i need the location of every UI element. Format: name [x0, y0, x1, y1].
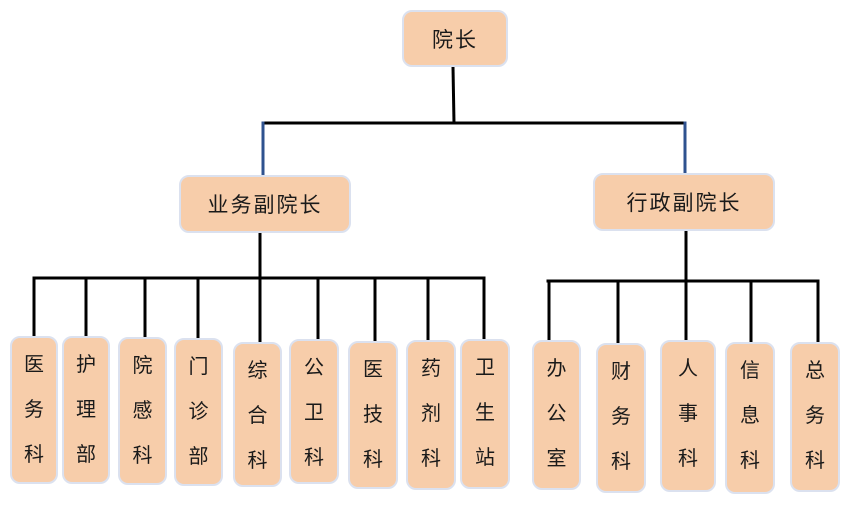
node-department: 信息科: [725, 342, 775, 494]
node-label-char: 科: [132, 443, 153, 467]
connector-root-stem: [451, 65, 456, 125]
node-label-char: 医: [24, 352, 44, 376]
node-label: 行政副院长: [626, 191, 742, 215]
node-department: 医务科: [10, 336, 58, 484]
node-label-char: 总: [805, 358, 825, 382]
node-label: 院长: [432, 27, 478, 52]
node-label-char: 科: [740, 448, 760, 472]
node-label-char: 卫: [475, 355, 495, 379]
node-label-char: 感: [132, 398, 153, 422]
node-label-char: 财: [611, 359, 631, 383]
node-label-char: 护: [76, 352, 96, 376]
node-label: 业务副院长: [207, 193, 323, 217]
node-label-char: 科: [304, 445, 324, 469]
node-president: 院长: [402, 10, 508, 67]
node-label-char: 公: [304, 355, 324, 379]
node-label-char: 技: [363, 402, 383, 426]
node-department: 护理部: [62, 336, 110, 484]
node-department: 公卫科: [289, 339, 339, 484]
node-label-char: 卫: [304, 400, 324, 424]
node-label-char: 科: [24, 442, 44, 466]
node-label-char: 合: [247, 403, 268, 427]
node-label-char: 剂: [421, 401, 441, 425]
node-label-char: 人: [678, 356, 698, 380]
node-label-char: 务: [611, 404, 631, 428]
node-label-char: 部: [76, 442, 96, 466]
node-label-char: 事: [678, 401, 698, 425]
node-label-char: 息: [740, 403, 760, 427]
node-label-char: 门: [188, 354, 209, 378]
node-business-vp: 业务副院长: [179, 175, 351, 233]
node-label-char: 室: [546, 446, 567, 470]
node-department: 人事科: [660, 340, 716, 492]
node-department: 综合科: [233, 342, 282, 487]
node-department: 医技科: [348, 341, 398, 489]
node-department: 院感科: [118, 337, 167, 485]
node-label-char: 科: [247, 448, 268, 472]
node-department: 总务科: [790, 342, 840, 492]
node-admin-vp: 行政副院长: [593, 173, 775, 231]
node-department: 办公室: [532, 340, 581, 490]
node-department: 门诊部: [174, 338, 223, 486]
node-label-char: 药: [421, 356, 441, 380]
node-label-char: 生: [475, 400, 495, 424]
node-label-char: 科: [805, 448, 825, 472]
node-label-char: 医: [363, 357, 383, 381]
node-label-char: 科: [363, 447, 383, 471]
node-label-char: 理: [76, 397, 96, 421]
node-label-char: 部: [188, 444, 209, 468]
node-label-char: 科: [678, 446, 698, 470]
node-label-char: 科: [421, 446, 441, 470]
node-label-char: 科: [611, 449, 631, 473]
node-department: 药剂科: [406, 340, 456, 490]
node-label-char: 诊: [188, 399, 209, 423]
node-label-char: 办: [546, 356, 567, 380]
node-label-char: 综: [247, 358, 268, 382]
node-label-char: 务: [24, 397, 44, 421]
node-label-char: 院: [132, 353, 153, 377]
node-department: 卫生站: [460, 339, 510, 489]
node-department: 财务科: [596, 343, 646, 493]
node-label-char: 公: [546, 401, 567, 425]
node-label-char: 务: [805, 403, 825, 427]
node-label-char: 站: [475, 445, 495, 469]
node-label-char: 信: [740, 358, 760, 382]
